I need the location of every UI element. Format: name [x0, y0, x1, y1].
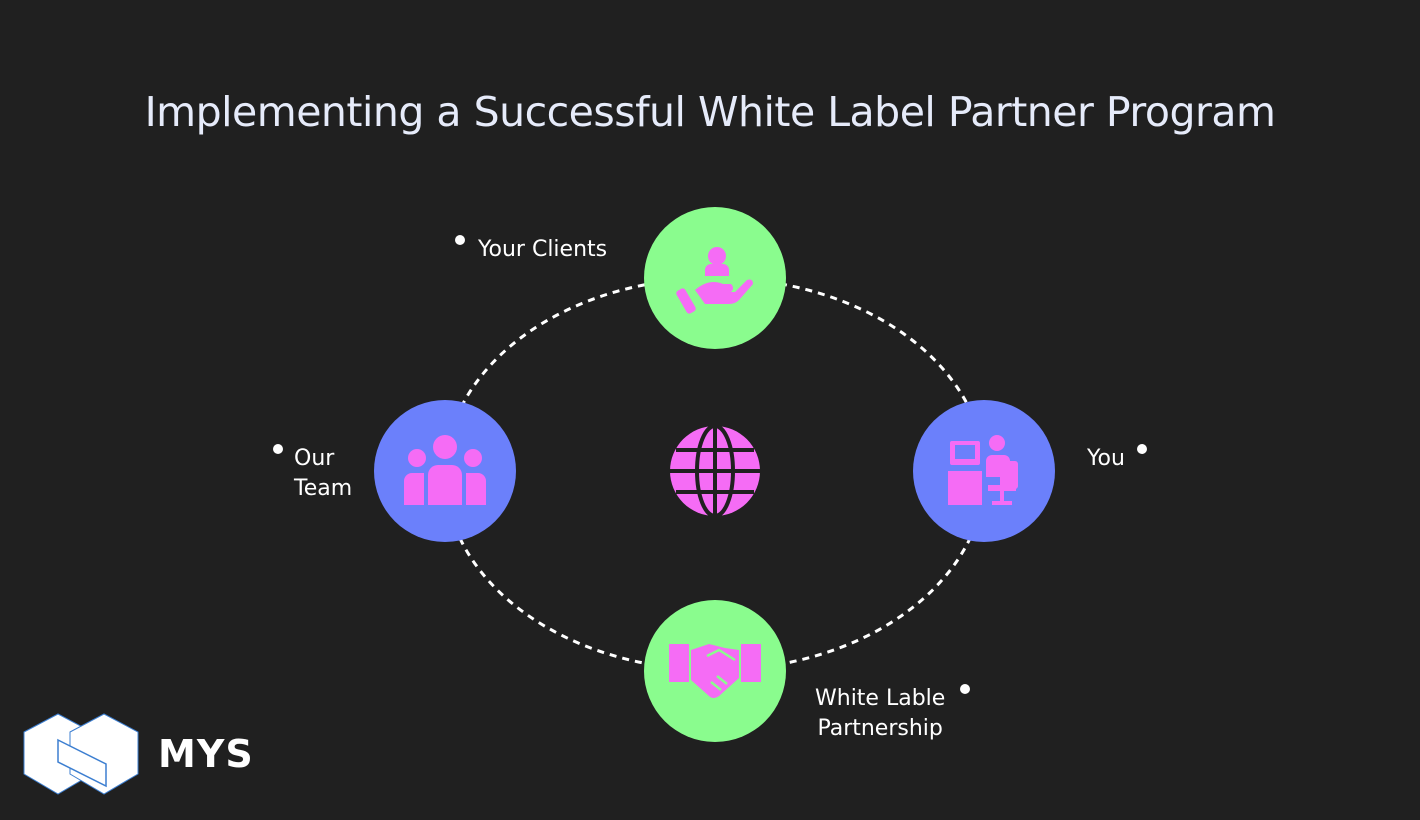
client-care-icon: [676, 247, 753, 314]
label-line: Our: [294, 446, 335, 471]
bullet-dot: [960, 684, 970, 694]
team-icon: [404, 435, 486, 505]
your-clients-label: Your Clients: [478, 237, 608, 262]
bullet-dot: [455, 235, 465, 245]
handshake-icon: [669, 644, 761, 698]
label-line: White Lable: [815, 686, 946, 711]
brand-name: MYS: [158, 732, 254, 776]
bullet-dot: [1137, 444, 1147, 454]
our-team-node: [374, 400, 516, 542]
you-node: [913, 400, 1055, 542]
white-label-partnership-node: [644, 600, 786, 742]
you-label: You: [1087, 446, 1125, 471]
mys-logo-icon: [23, 713, 139, 795]
label-line: Team: [294, 476, 353, 501]
globe-icon: [670, 424, 760, 518]
label-line: Partnership: [817, 716, 943, 741]
your-clients-node: [644, 207, 786, 349]
bullet-dot: [273, 444, 283, 454]
page-title: Implementing a Successful White Label Pa…: [144, 88, 1276, 136]
workstation-icon: [948, 435, 1018, 505]
